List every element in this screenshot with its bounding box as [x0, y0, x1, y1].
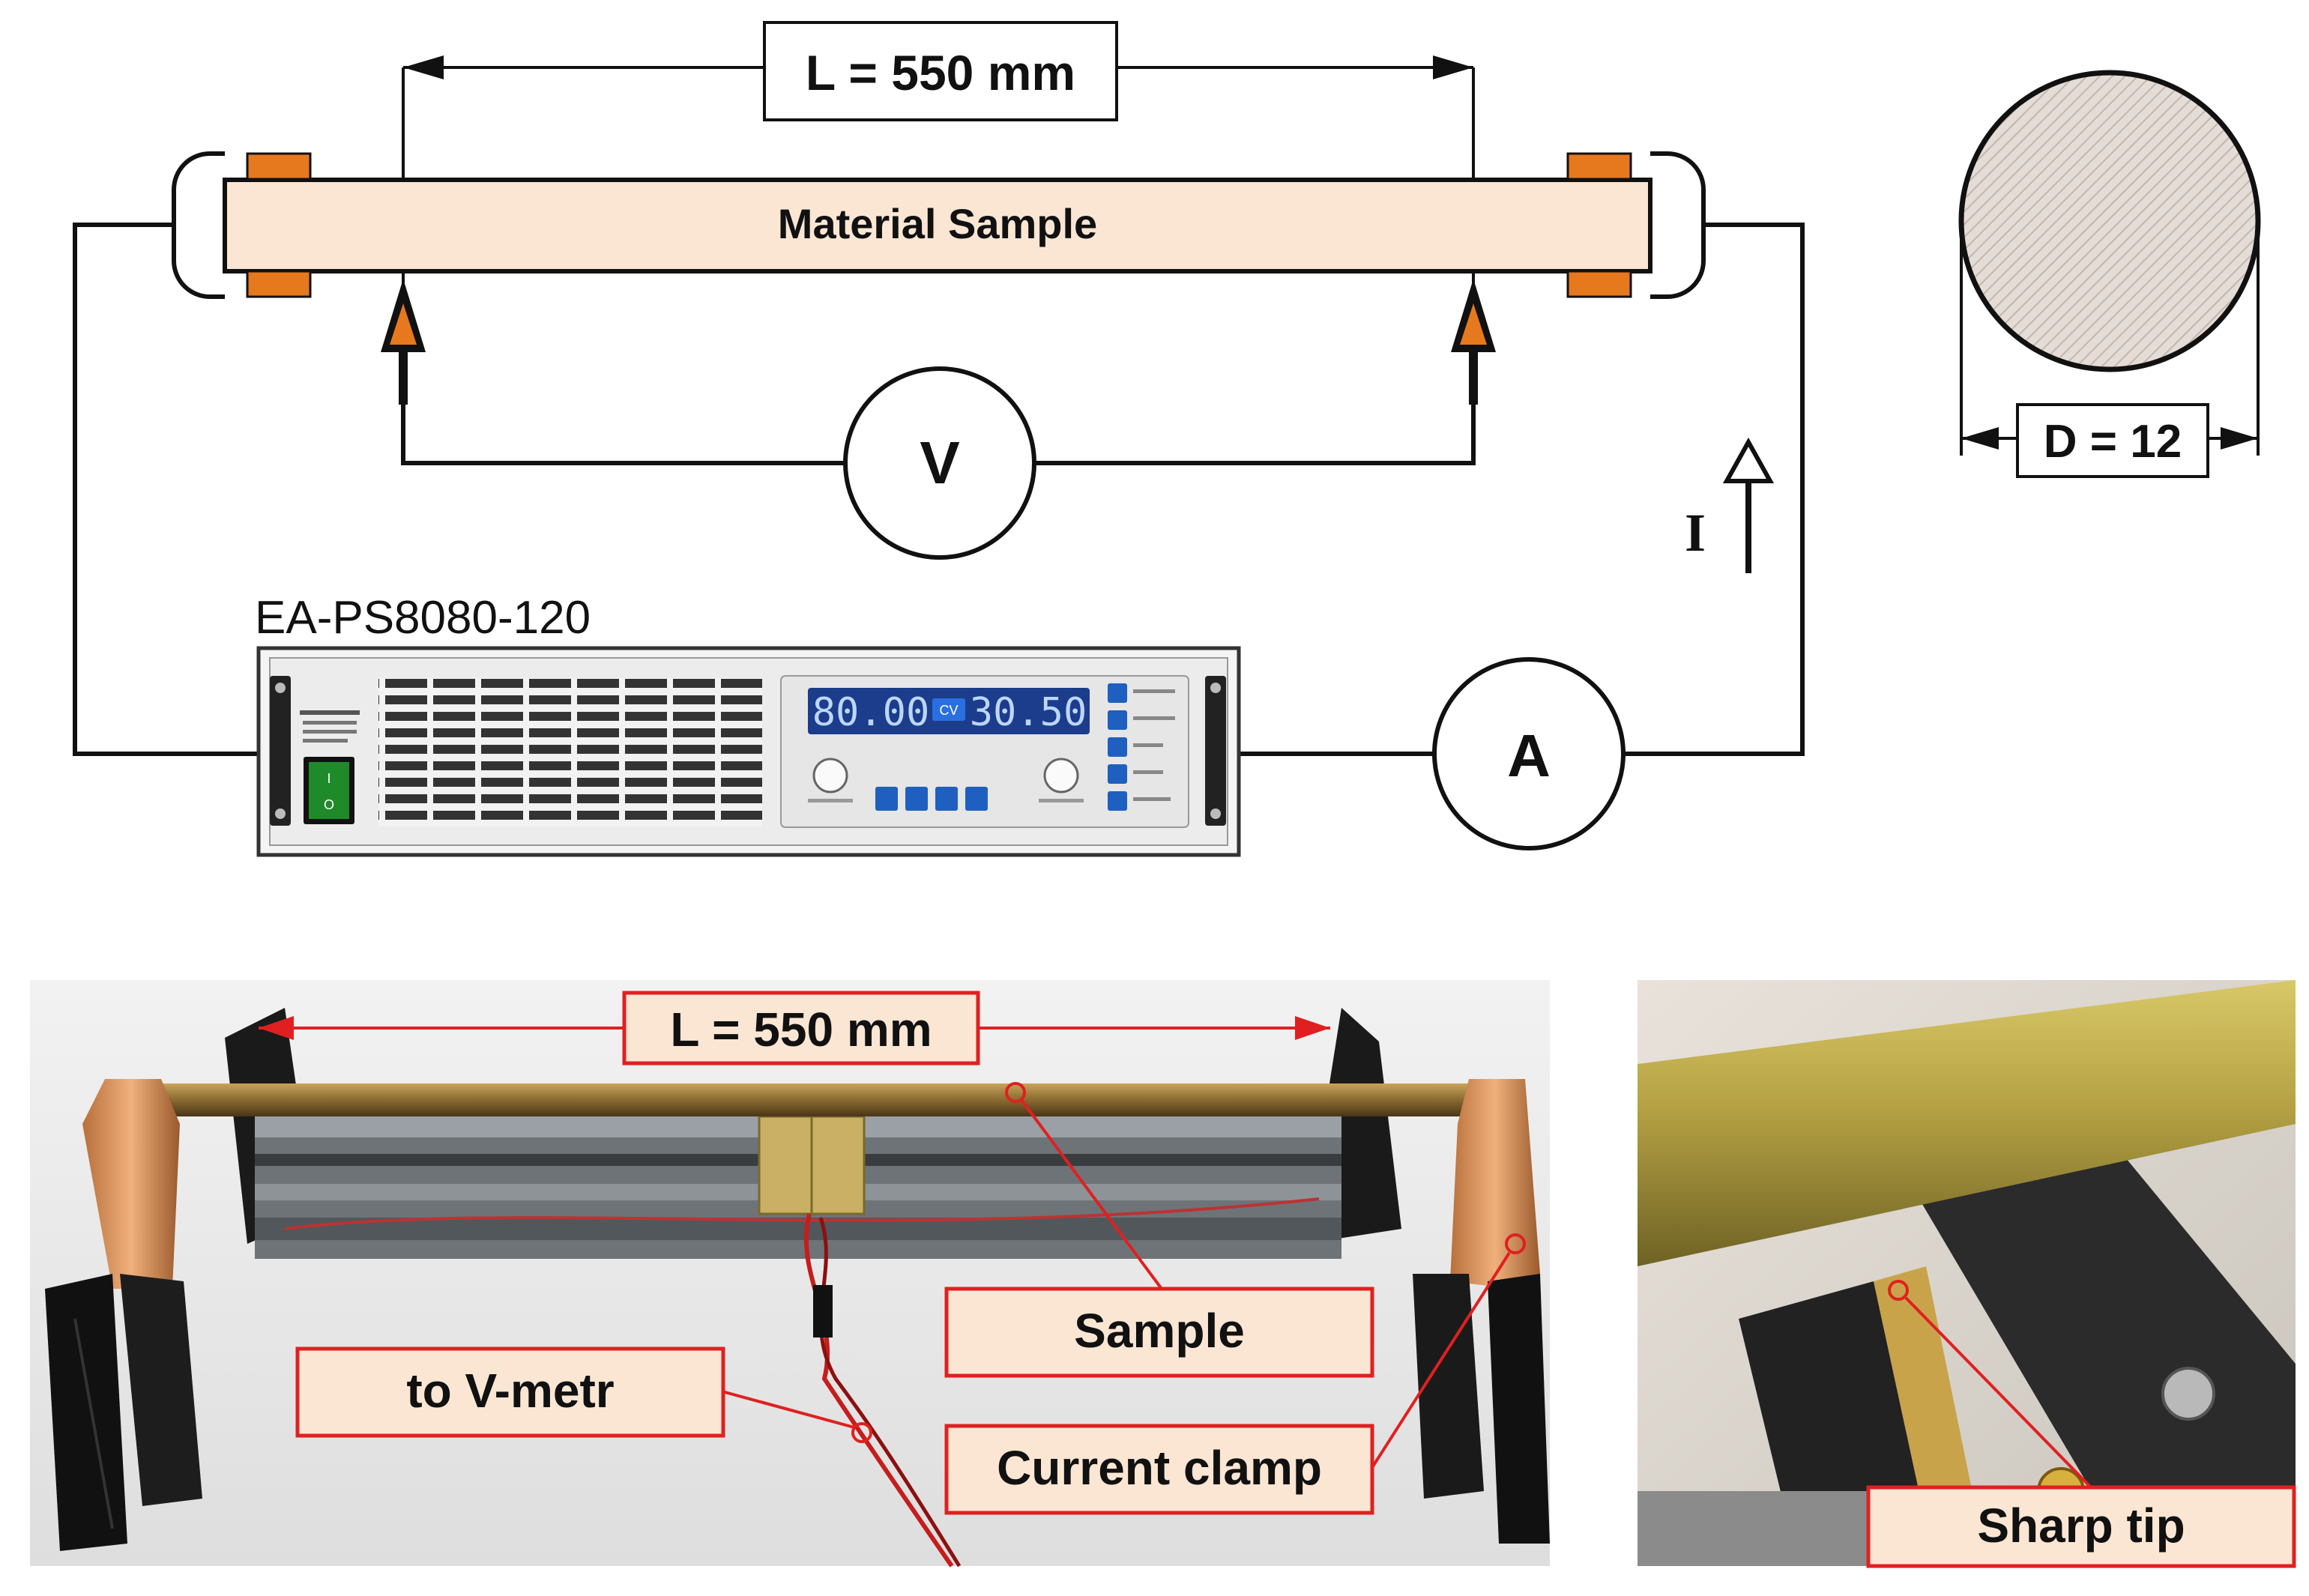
- side-button-1[interactable]: [1108, 683, 1127, 703]
- photo-vmeter-label: to V-metr: [406, 1364, 614, 1418]
- left-current-clamp: [45, 1079, 202, 1551]
- preset-button-3[interactable]: [935, 787, 958, 811]
- length-label-box: [763, 21, 1118, 121]
- photo-sample-label: Sample: [1074, 1304, 1245, 1358]
- power-supply: EA-PS8080-120 I O 80.00: [255, 592, 1241, 857]
- cross-section: D = 12: [1958, 70, 2261, 478]
- material-sample-label: Material Sample: [778, 200, 1097, 247]
- ammeter-label: A: [1507, 722, 1551, 789]
- voltage-display: 80.00: [812, 690, 930, 735]
- diameter-label: D = 12: [2044, 416, 2182, 468]
- current-wire-right: [1625, 223, 1805, 756]
- schematic: L = 550 mm Material Sample: [73, 21, 2261, 857]
- photo-length-callout: [622, 991, 980, 1065]
- length-label: L = 550 mm: [806, 45, 1075, 100]
- power-switch-off-mark: O: [324, 797, 334, 812]
- current-display: 30.50: [970, 690, 1087, 735]
- right-current-clamp: [1413, 1079, 1550, 1544]
- rack-handle-left: [270, 676, 291, 826]
- contact-left-top: [246, 152, 312, 181]
- left-clamp-loop: [172, 151, 225, 299]
- contact-left-bottom: [246, 270, 312, 298]
- current-wire-left: [73, 223, 259, 756]
- power-switch-on-mark: I: [327, 771, 330, 786]
- ammeter-symbol: [1432, 657, 1626, 850]
- photo-tip-label: Sharp tip: [1977, 1499, 2185, 1553]
- cross-section-circle: [1958, 70, 2261, 372]
- vent-grille: [378, 678, 762, 826]
- mode-indicator: CV: [939, 703, 958, 718]
- side-button-5[interactable]: [1108, 791, 1127, 811]
- current-knob[interactable]: [1043, 758, 1079, 794]
- side-button-2[interactable]: [1108, 710, 1127, 730]
- voltage-probe-left: [381, 279, 426, 405]
- voltmeter-symbol: [843, 366, 1036, 560]
- contact-right-bottom: [1566, 270, 1632, 298]
- preset-button-1[interactable]: [875, 787, 898, 811]
- length-dimension: L = 550 mm: [402, 21, 1475, 307]
- rack-handle-right: [1205, 676, 1226, 826]
- right-clamp-loop: [1650, 151, 1706, 299]
- voltmeter-label: V: [920, 429, 959, 496]
- photo-clamp-callout: [944, 1424, 1374, 1515]
- preset-button-4[interactable]: [965, 787, 988, 811]
- current-direction-arrow: [1722, 437, 1775, 573]
- photo-clamp-label: Current clamp: [997, 1441, 1322, 1495]
- photo-sharp-tip: Sharp tip: [1638, 980, 2296, 1568]
- photo-tube: [1638, 980, 2296, 1266]
- side-button-3[interactable]: [1108, 737, 1127, 757]
- voltmeter-wire-left: [401, 405, 845, 465]
- voltmeter-twisted-wire: [803, 1213, 954, 1568]
- current-label: I: [1685, 503, 1706, 563]
- photo-length-label: L = 550 mm: [670, 1003, 932, 1057]
- voltmeter-wire-right: [1034, 405, 1476, 465]
- diameter-label-box: [2016, 403, 2209, 478]
- photo-tip-callout: [1866, 1485, 2296, 1568]
- current-contacts: [246, 152, 1632, 298]
- voltage-knob[interactable]: [812, 758, 848, 794]
- material-sample-bar: [223, 178, 1652, 273]
- sample-rod: [157, 1083, 1506, 1116]
- contact-right-top: [1566, 152, 1632, 181]
- preset-button-2[interactable]: [905, 787, 928, 811]
- power-supply-model-label: EA-PS8080-120: [255, 592, 591, 644]
- photo-vmeter-callout: [295, 1346, 725, 1438]
- side-button-4[interactable]: [1108, 764, 1127, 784]
- photo-setup: L = 550 mm Sample to V-metr Current clam…: [30, 980, 1550, 1568]
- photo-sample-callout: [944, 1287, 1374, 1378]
- voltage-probe-right: [1451, 279, 1496, 405]
